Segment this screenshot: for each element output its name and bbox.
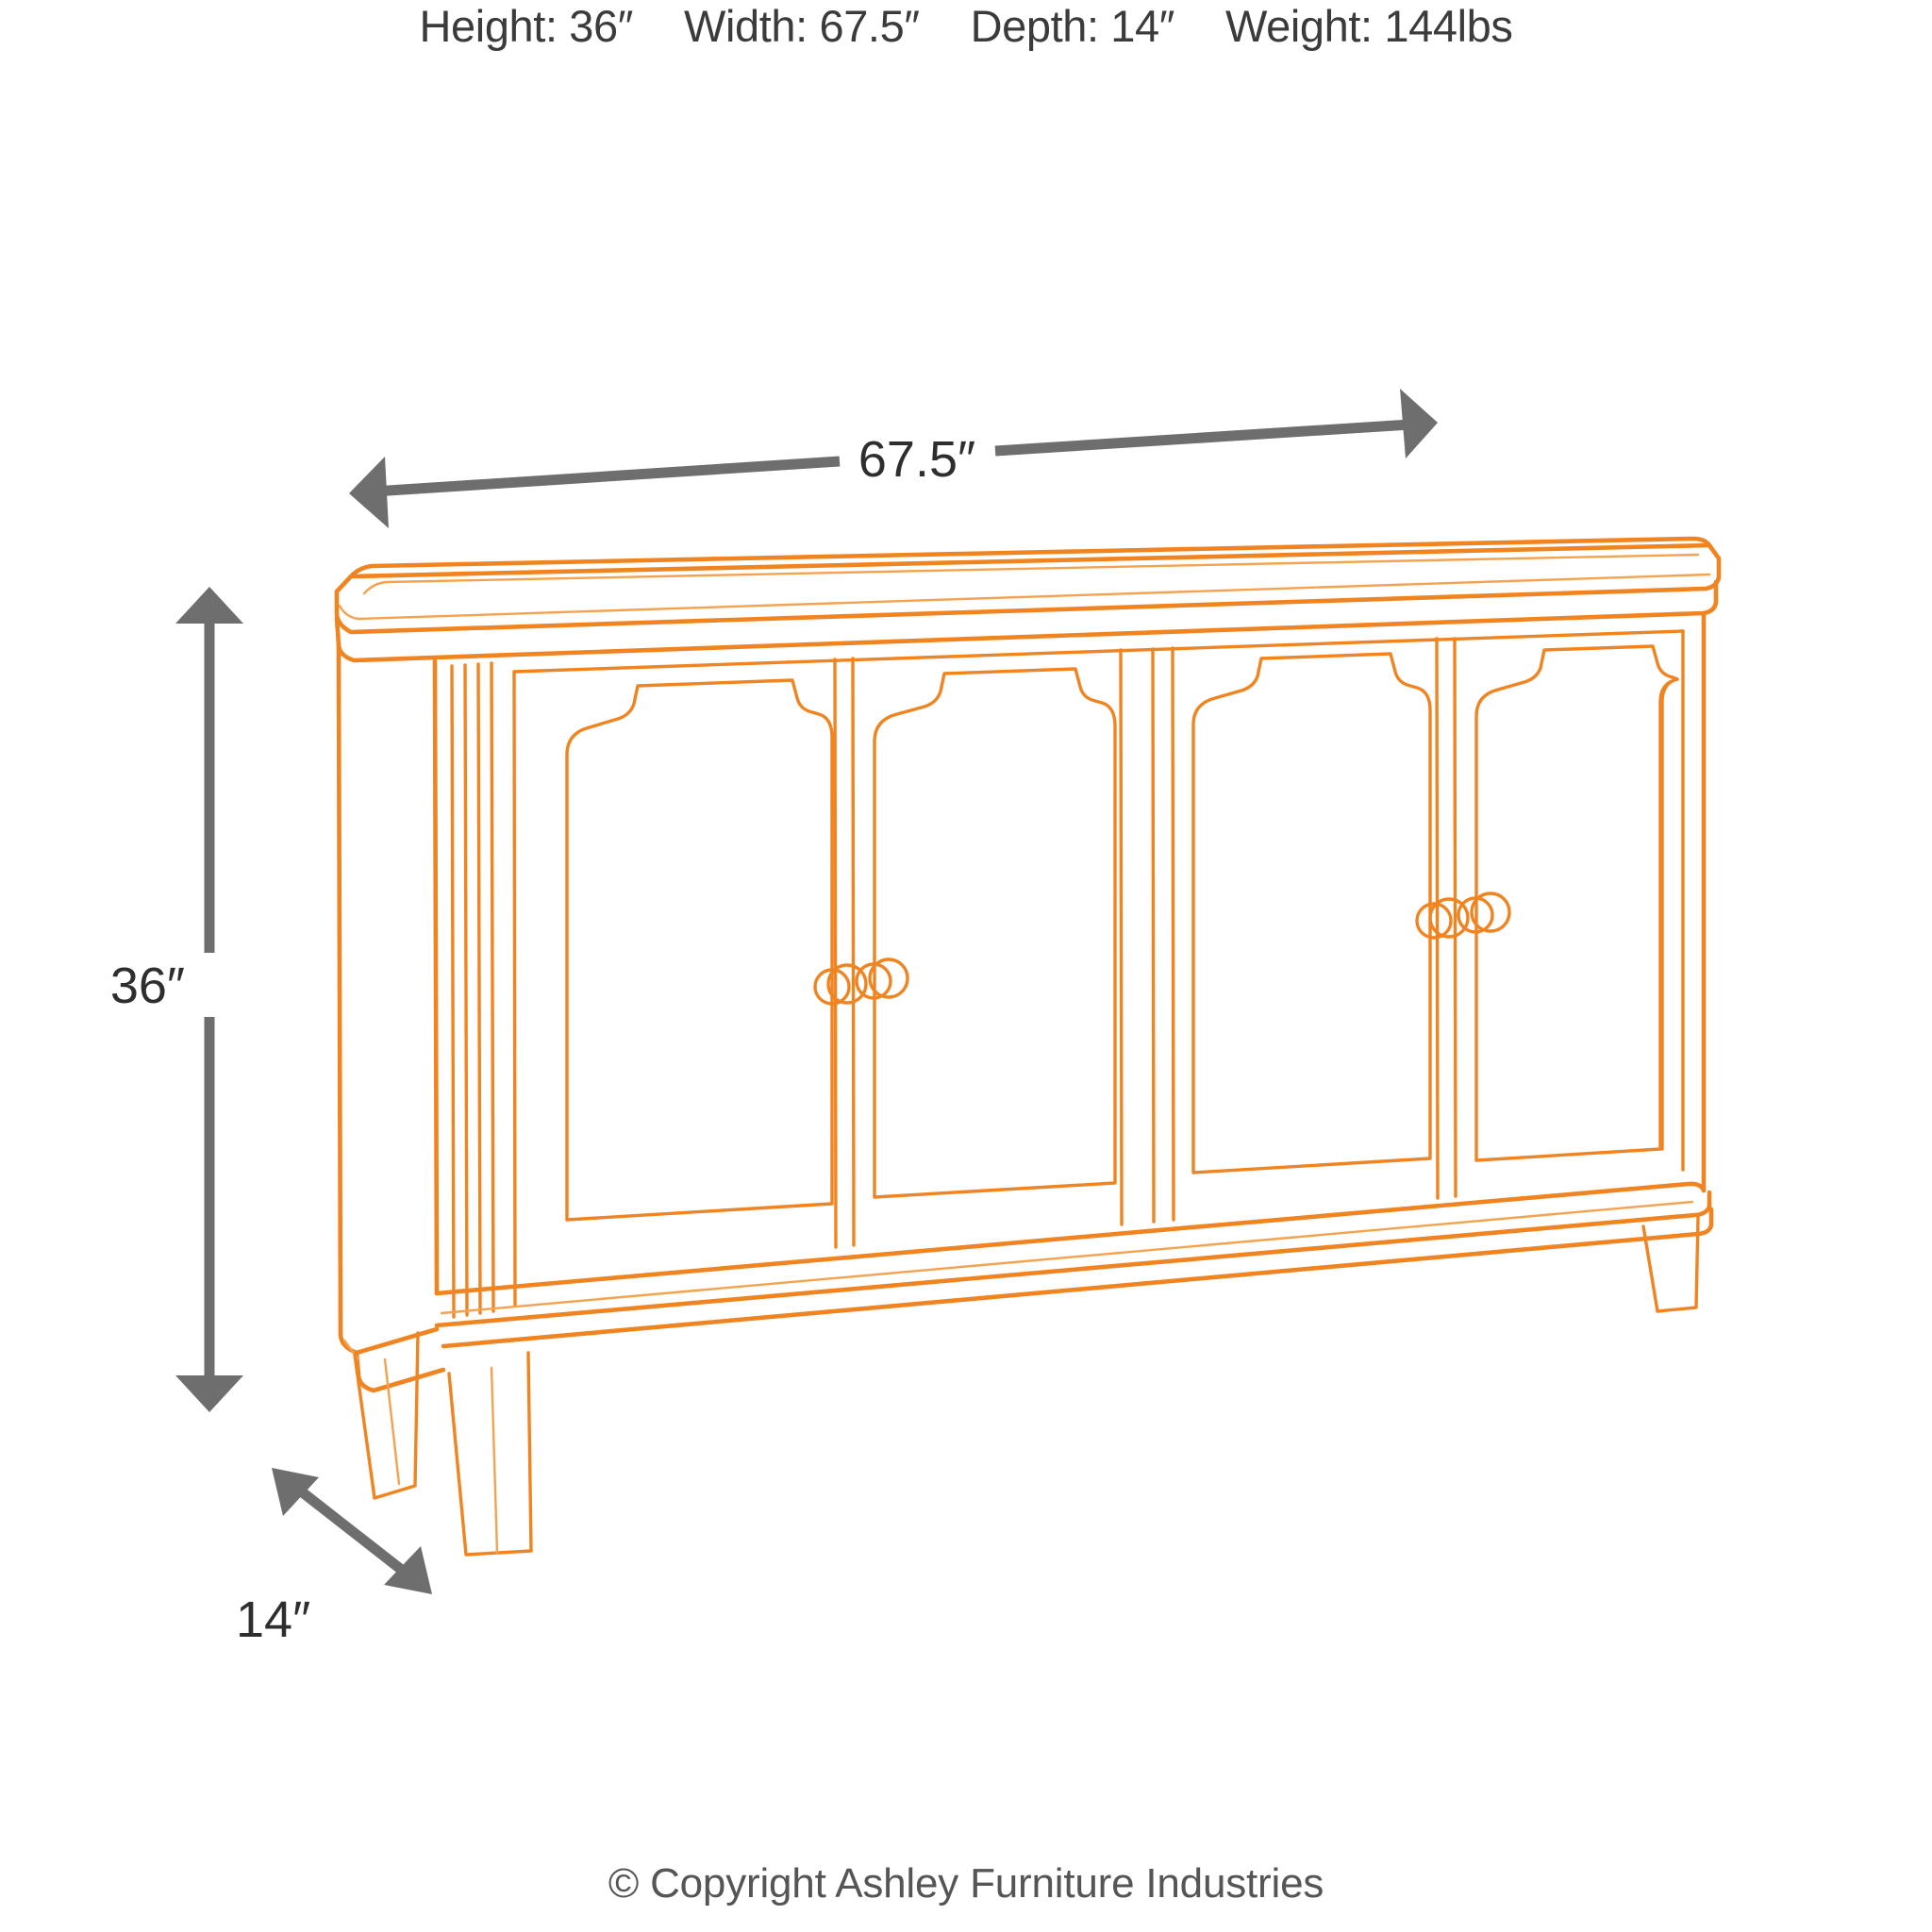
door-panel-3	[1191, 652, 1432, 1174]
door-stiles	[833, 637, 1457, 1249]
spec-header: Height: 36″ Width: 67.5″ Depth: 14″ Weig…	[0, 0, 1932, 58]
dimension-width-label: 67.5″	[858, 431, 975, 488]
spec-weight: Weight: 144lbs	[1225, 1, 1513, 51]
dimension-height: 36″	[110, 587, 243, 1412]
copyright-notice: © Copyright Ashley Furniture Industries	[608, 1860, 1324, 1907]
spec-depth: Depth: 14″	[970, 1, 1175, 51]
dimension-depth-label: 14″	[236, 1591, 310, 1648]
cabinet-case	[336, 610, 1707, 1356]
dimension-depth: 14″	[236, 1468, 432, 1648]
legs	[353, 1215, 1700, 1557]
cabinet-top	[334, 536, 1722, 663]
spec-width: Width: 67.5″	[684, 1, 920, 51]
dimension-width: 67.5″	[349, 389, 1438, 528]
door-knobs-center	[813, 958, 909, 1006]
door-panel-2	[873, 667, 1117, 1199]
door-knobs-right	[1415, 891, 1511, 940]
door-panel-4	[1474, 644, 1679, 1162]
base-molding	[342, 1181, 1714, 1393]
door-panel-1	[565, 678, 834, 1222]
fluted-pilaster	[450, 661, 495, 1319]
cabinet-front-frame	[512, 629, 1685, 1307]
dimension-height-label: 36″	[110, 958, 185, 1014]
cabinet	[334, 536, 1722, 1557]
spec-height: Height: 36″	[419, 1, 634, 51]
